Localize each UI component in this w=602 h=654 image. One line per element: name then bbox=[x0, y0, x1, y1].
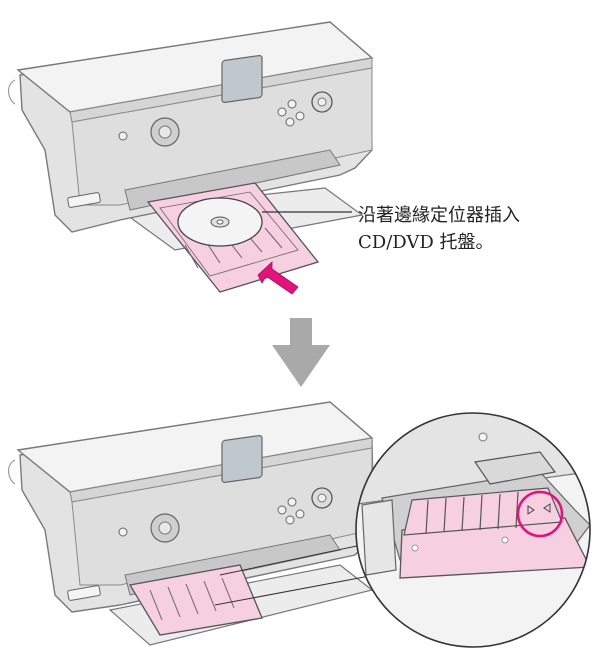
arrow-down-icon bbox=[272, 318, 330, 387]
callout-line-2: CD/DVD 托盤。 bbox=[358, 232, 494, 253]
printer-top bbox=[8, 21, 374, 251]
cd-tray-top bbox=[146, 182, 320, 293]
callout-line-1: 沿著邊緣定位器插入 bbox=[358, 205, 520, 226]
highlight-circle-icon bbox=[516, 490, 564, 538]
callout-text: 沿著邊緣定位器插入 CD/DVD 托盤。 bbox=[358, 202, 520, 256]
zoom-detail-circle bbox=[355, 412, 591, 648]
insert-arrow-icon bbox=[257, 261, 299, 295]
cd-tray-inserted bbox=[128, 564, 263, 636]
zoom-connector-line bbox=[214, 574, 376, 606]
